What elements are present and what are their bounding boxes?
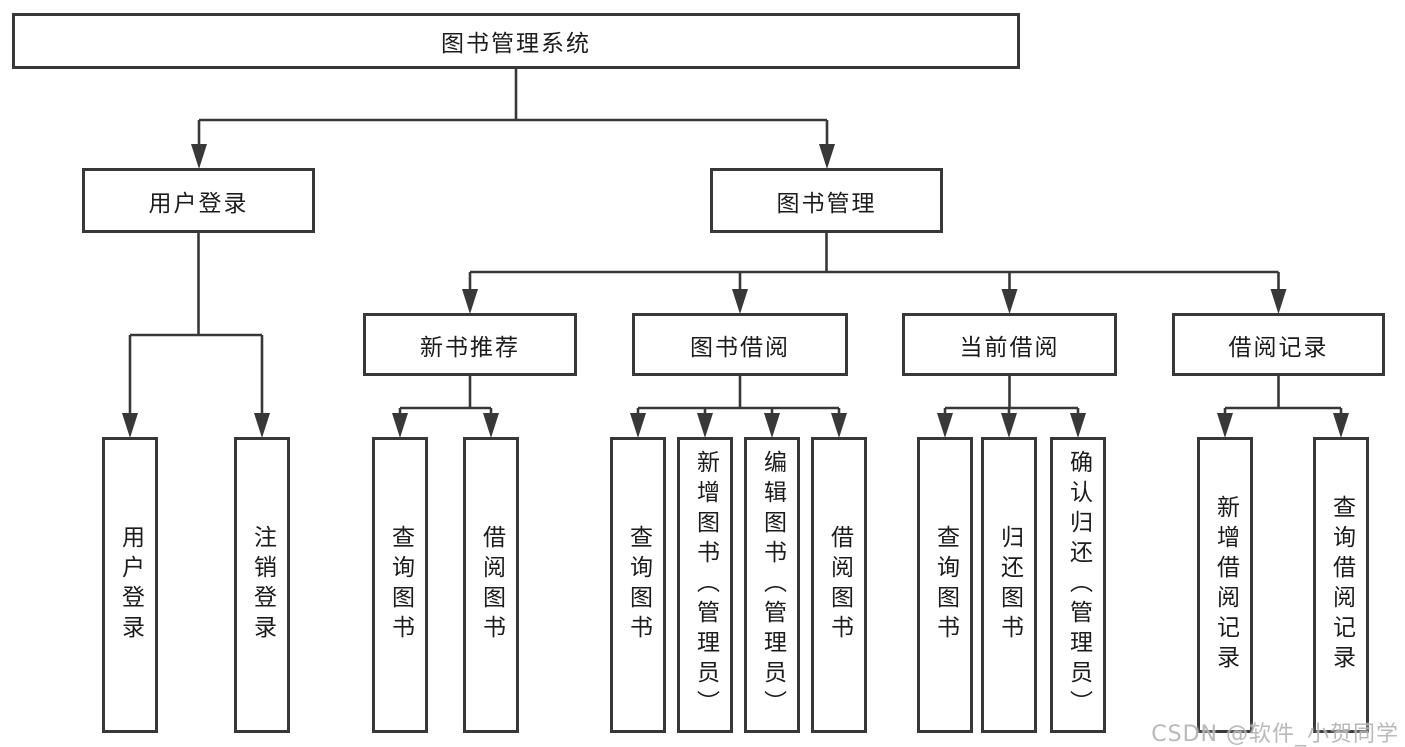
leaf-query-books-borrowing: 查询图书 xyxy=(610,437,666,733)
leaf-add-borrow-record: 新增借阅记录 xyxy=(1197,437,1253,733)
node-book-management-label: 图书管理 xyxy=(776,190,877,217)
leaf-logout-label: 注销登录 xyxy=(249,525,276,645)
node-root-label: 图书管理系统 xyxy=(441,31,591,57)
node-book-borrowing-label: 图书借阅 xyxy=(690,334,790,361)
node-current-borrowing-label: 当前借阅 xyxy=(959,334,1060,361)
node-user-login-label: 用户登录 xyxy=(148,190,249,217)
node-book-borrowing: 图书借阅 xyxy=(632,313,848,376)
leaf-query-books-recommend: 查询图书 xyxy=(372,437,428,733)
leaf-confirm-return-admin-label: 确认归还（管理员） xyxy=(1065,450,1092,720)
leaf-add-books-admin: 新增图书（管理员） xyxy=(677,437,733,733)
arrowheads xyxy=(122,144,1349,438)
leaf-edit-books-admin: 编辑图书（管理员） xyxy=(744,437,800,733)
leaf-confirm-return-admin: 确认归还（管理员） xyxy=(1050,437,1106,733)
node-root-system: 图书管理系统 xyxy=(12,13,1020,69)
node-current-borrowing: 当前借阅 xyxy=(902,313,1117,376)
leaf-user-login: 用户登录 xyxy=(102,437,158,733)
leaf-query-books-borrowing-label: 查询图书 xyxy=(625,525,652,645)
leaf-query-borrow-record-label: 查询借阅记录 xyxy=(1328,495,1355,675)
leaf-query-books-recommend-label: 查询图书 xyxy=(387,525,414,645)
node-new-book-recommend-label: 新书推荐 xyxy=(420,334,520,361)
leaf-query-books-current-label: 查询图书 xyxy=(932,525,959,645)
node-new-book-recommend: 新书推荐 xyxy=(363,313,577,376)
leaf-borrow-books-recommend: 借阅图书 xyxy=(463,437,519,733)
node-borrowing-records: 借阅记录 xyxy=(1172,313,1385,376)
csdn-watermark: CSDN @软件_小贺同学 xyxy=(1151,722,1399,747)
node-borrowing-records-label: 借阅记录 xyxy=(1228,334,1329,361)
leaf-user-login-label: 用户登录 xyxy=(117,525,144,645)
leaf-edit-books-admin-label: 编辑图书（管理员） xyxy=(759,450,786,720)
leaf-add-books-admin-label: 新增图书（管理员） xyxy=(692,450,719,720)
leaf-return-books: 归还图书 xyxy=(981,437,1037,733)
leaf-borrow-books-recommend-label: 借阅图书 xyxy=(478,525,505,645)
leaf-borrow-books-label: 借阅图书 xyxy=(826,525,853,645)
node-user-login: 用户登录 xyxy=(82,168,315,233)
leaf-query-books-current: 查询图书 xyxy=(917,437,973,733)
leaf-add-borrow-record-label: 新增借阅记录 xyxy=(1212,495,1239,675)
leaf-logout: 注销登录 xyxy=(234,437,290,733)
leaf-borrow-books: 借阅图书 xyxy=(811,437,867,733)
node-book-management: 图书管理 xyxy=(710,168,943,233)
leaf-query-borrow-record: 查询借阅记录 xyxy=(1313,437,1369,733)
leaf-return-books-label: 归还图书 xyxy=(996,525,1023,645)
